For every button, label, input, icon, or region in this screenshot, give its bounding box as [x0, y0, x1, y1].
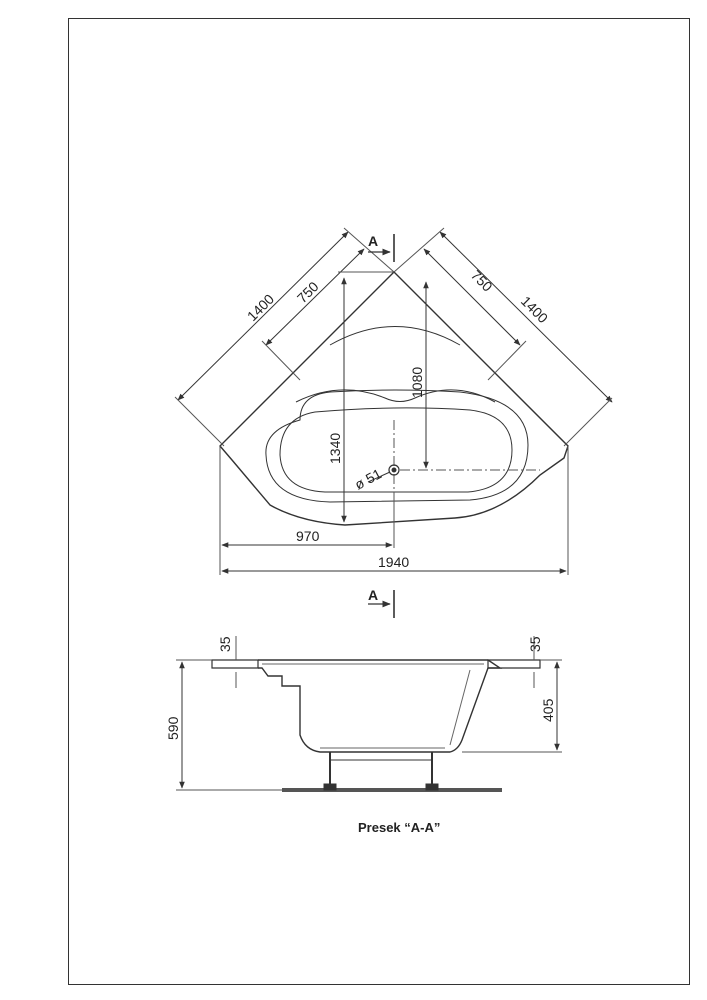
- bathtub-inner-bowl: [265, 389, 529, 503]
- dim-total-width: 1940: [378, 554, 409, 570]
- bathtub-outer-outline: [219, 271, 569, 526]
- dim-total-height: 590: [165, 716, 181, 740]
- drawing-frame: [68, 18, 690, 985]
- section-caption: Presek “A-A”: [358, 820, 440, 835]
- backrest-curve: [295, 389, 496, 403]
- dim-drain-diameter: ø 51: [352, 465, 384, 492]
- dim-rim-right: 35: [527, 636, 543, 652]
- tub-rim-left: [211, 659, 259, 669]
- section-marker-top: A: [368, 233, 378, 249]
- section-marker-bottom: A: [368, 587, 378, 603]
- top-corner-seat: [329, 326, 461, 346]
- dim-inner-height: 405: [540, 698, 556, 722]
- section-view: [176, 636, 562, 792]
- tub-rim-right: [487, 659, 541, 669]
- dim-rim-left: 35: [217, 636, 233, 652]
- dim-depth-total: 1340: [327, 433, 343, 464]
- dim-right-outer: 1400: [518, 293, 551, 326]
- dim-half-width: 970: [296, 528, 320, 544]
- plan-view: [174, 227, 613, 618]
- tub-section-profile: [258, 659, 503, 753]
- drain-outlet: [388, 464, 400, 476]
- dim-right-inner: 750: [468, 267, 496, 295]
- dim-depth-inner: 1080: [409, 367, 425, 398]
- floor-slab: [282, 788, 502, 792]
- bathtub-inner-basin: [279, 407, 513, 493]
- dim-left-inner: 750: [294, 278, 322, 306]
